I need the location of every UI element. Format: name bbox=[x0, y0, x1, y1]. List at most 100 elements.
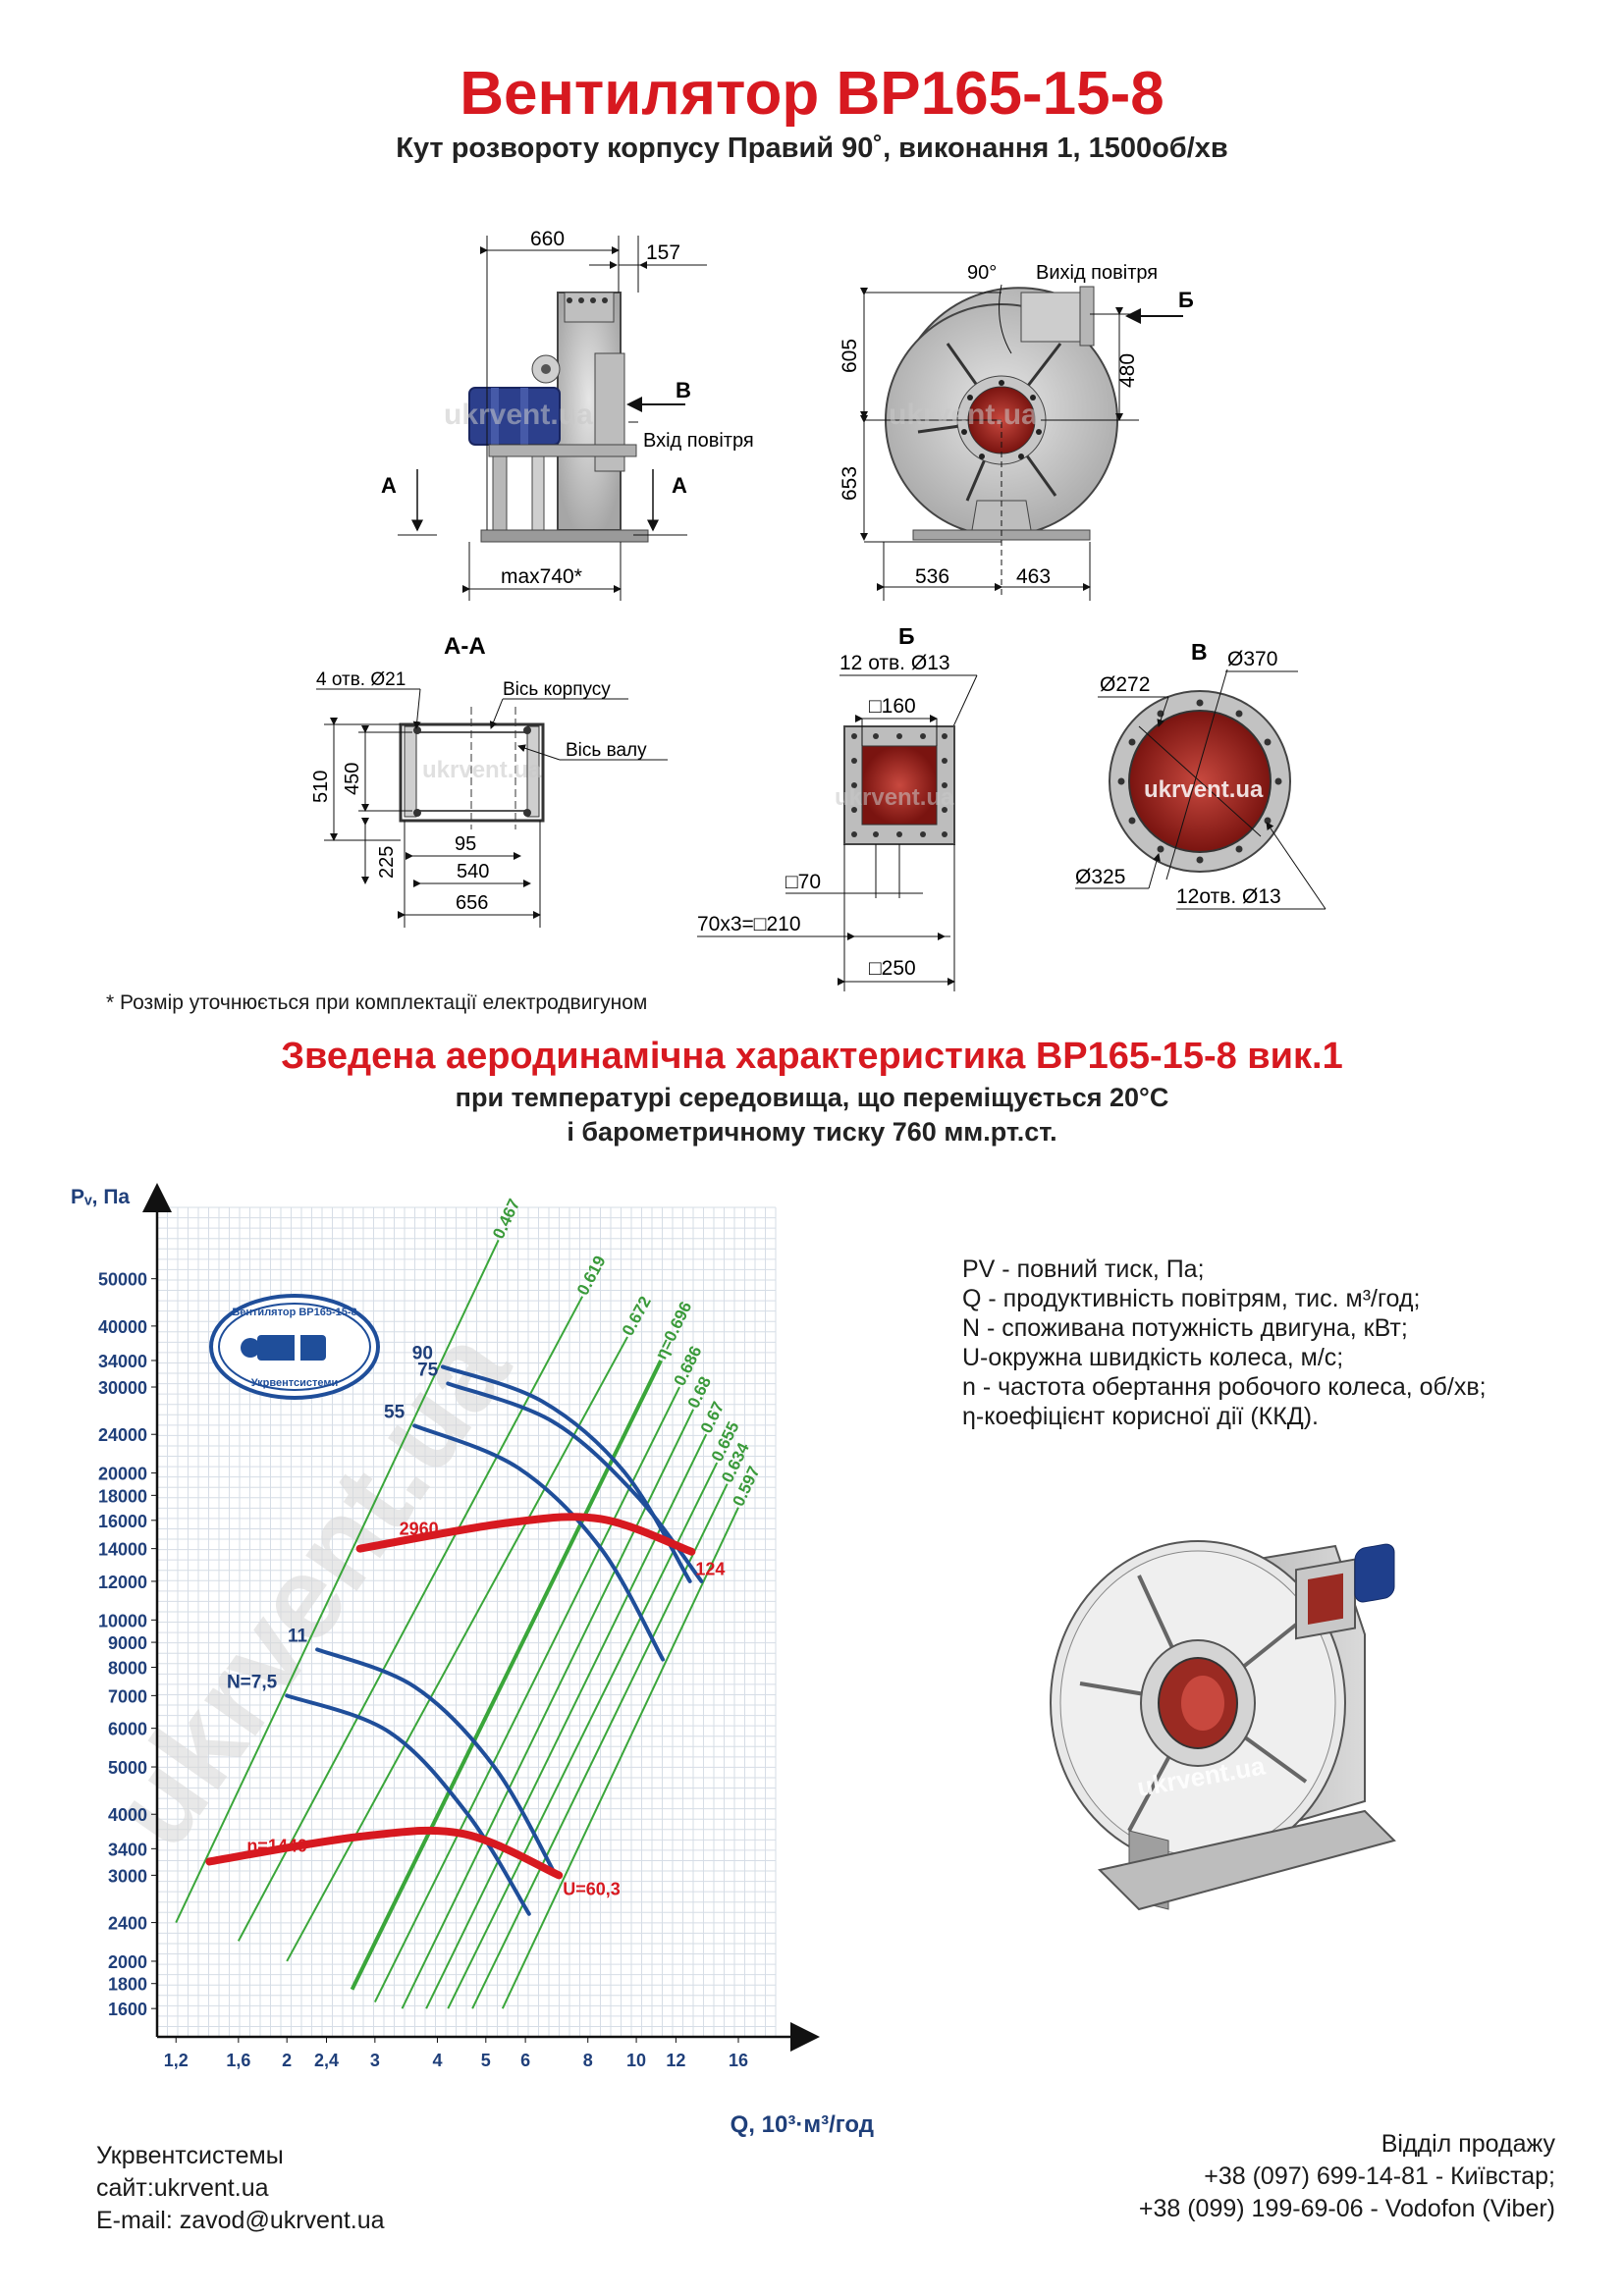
efficiency-label: 0.467 bbox=[489, 1196, 523, 1242]
logo-line1: Вентилятор ВР165-15-8 bbox=[232, 1307, 356, 1318]
section-title: Зведена аеродинамічна характеристика ВР1… bbox=[281, 1036, 1343, 1077]
efficiency-line bbox=[501, 1507, 739, 2009]
speed-curve bbox=[205, 1826, 564, 1880]
d272: Ø272 bbox=[1100, 673, 1150, 696]
watermark-5: ukrvent.ua bbox=[1144, 776, 1264, 803]
chart-axes: 5000040000340003000024000200001800016000… bbox=[71, 1183, 874, 2138]
dim-250: □250 bbox=[869, 957, 916, 980]
tip-speed-high: 124 bbox=[695, 1560, 725, 1579]
y-tick-label: 7000 bbox=[108, 1686, 147, 1706]
holes-4-21: 4 отв. Ø21 bbox=[316, 669, 406, 690]
air-outlet-label: Вихід повітря bbox=[1036, 262, 1158, 284]
dim-160: □160 bbox=[869, 695, 916, 718]
phone-kyivstar[interactable]: +38 (097) 699-14-81 - Київстар; bbox=[1204, 2163, 1555, 2190]
page-subtitle: Кут розвороту корпусу Правий 90˚, викона… bbox=[396, 133, 1228, 164]
chart-series bbox=[205, 1364, 704, 1916]
x-tick-label: 10 bbox=[626, 2051, 646, 2070]
footer-site[interactable]: сайт:ukrvent.ua bbox=[96, 2174, 269, 2202]
chart-legend: PV - повний тиск, Па; Q - продуктивність… bbox=[962, 1255, 1487, 1431]
dim-656: 656 bbox=[456, 892, 488, 914]
x-tick-label: 4 bbox=[432, 2051, 442, 2070]
power-curve-label: 75 bbox=[417, 1360, 439, 1380]
section-sub1: при температурі середовища, що переміщує… bbox=[455, 1083, 1169, 1112]
watermark-1: ukrvent.ua bbox=[444, 399, 593, 431]
watermark-3: ukrvent.ua bbox=[422, 757, 542, 783]
footer-left: Укрвентсистемы сайт:ukrvent.ua E-mail: z… bbox=[96, 2140, 385, 2237]
dim-605: 605 bbox=[839, 339, 861, 373]
legend-item: U-окружна швидкість колеса, м/с; bbox=[962, 1344, 1344, 1371]
sales-title: Відділ продажу bbox=[1380, 2130, 1555, 2158]
x-tick-label: 8 bbox=[583, 2051, 593, 2070]
d325: Ø325 bbox=[1075, 866, 1125, 888]
dim-210: 70х3=□210 bbox=[697, 913, 801, 935]
dim-540: 540 bbox=[457, 861, 489, 882]
y-tick-label: 8000 bbox=[108, 1659, 147, 1679]
section-aa: А-А 4 отв. Ø21 Вісь корпусу Вісь валу 51… bbox=[310, 633, 668, 928]
legend-item: n - частота обертання робочого колеса, о… bbox=[962, 1373, 1487, 1401]
y-tick-label: 6000 bbox=[108, 1720, 147, 1739]
label-v: В bbox=[676, 378, 691, 402]
dim-225: 225 bbox=[376, 846, 398, 879]
phone-vodafone[interactable]: +38 (099) 199-69-06 - Vodofon (Viber) bbox=[1138, 2195, 1555, 2222]
y-tick-label: 12000 bbox=[98, 1573, 147, 1592]
legend-item: PV - повний тиск, Па; bbox=[962, 1255, 1205, 1283]
x-tick-label: 2 bbox=[282, 2051, 292, 2070]
power-curve bbox=[440, 1364, 692, 1583]
view-v: В Ø370 Ø272 Ø325 12отв. Ø13 bbox=[1075, 639, 1326, 910]
efficiency-line bbox=[237, 1296, 584, 1942]
y-tick-label: 1800 bbox=[108, 1975, 147, 1995]
front-view: 605 653 480 536 463 90° Вихід повітря Б bbox=[839, 262, 1194, 601]
y-tick-label: 2400 bbox=[108, 1914, 147, 1934]
angle-90: 90° bbox=[967, 262, 997, 284]
fan-illustration: ukrvent.ua bbox=[1050, 1540, 1396, 1911]
efficiency-line bbox=[447, 1462, 719, 2009]
legend-item: η-коефіцієнт корисної дії (ККД). bbox=[962, 1403, 1319, 1430]
y-tick-label: 18000 bbox=[98, 1486, 147, 1506]
air-inlet-label: Вхід повітря bbox=[643, 430, 754, 452]
section-sub2: і барометричному тиску 760 мм.рт.ст. bbox=[567, 1117, 1057, 1147]
chart-logo: Вентилятор ВР165-15-8 Укрвентсистеми bbox=[209, 1294, 380, 1400]
dim-660: 660 bbox=[530, 228, 565, 250]
dim-653: 653 bbox=[839, 466, 861, 501]
y-tick-label: 24000 bbox=[98, 1425, 147, 1445]
x-tick-label: 6 bbox=[520, 2051, 530, 2070]
housing-axis-label: Вісь корпусу bbox=[503, 679, 611, 700]
y-tick-label: 34000 bbox=[98, 1352, 147, 1371]
view-b: Б 12 отв. Ø13 □160 □70 70х3=□210 □250 bbox=[697, 623, 978, 991]
y-tick-label: 50000 bbox=[98, 1270, 147, 1290]
speed-curve bbox=[355, 1513, 696, 1556]
y-tick-label: 14000 bbox=[98, 1540, 147, 1560]
dim-70: □70 bbox=[785, 871, 821, 893]
logo-line2: Укрвентсистеми bbox=[251, 1377, 339, 1389]
tip-speed-low: U=60,3 bbox=[563, 1879, 621, 1898]
x-tick-label: 5 bbox=[481, 2051, 491, 2070]
side-view: 660 157 В Вхід повітря А А max740* bbox=[381, 228, 754, 601]
power-curve bbox=[315, 1647, 559, 1878]
dim-157: 157 bbox=[646, 241, 680, 264]
speed-label-high: 2960 bbox=[400, 1520, 439, 1539]
y-tick-label: 4000 bbox=[108, 1805, 147, 1825]
power-curve-label: 55 bbox=[384, 1402, 406, 1422]
section-mark-left: А bbox=[381, 473, 397, 498]
section-mark-right: А bbox=[672, 473, 687, 498]
view-v-title: В bbox=[1191, 639, 1208, 665]
dim-536: 536 bbox=[915, 565, 949, 588]
y-tick-label: 10000 bbox=[98, 1611, 147, 1630]
efficiency-line bbox=[401, 1409, 694, 2009]
power-curve-label: 11 bbox=[288, 1626, 308, 1646]
dim-463: 463 bbox=[1016, 565, 1051, 588]
power-curve-label: 90 bbox=[412, 1343, 433, 1363]
dim-95: 95 bbox=[455, 833, 476, 855]
footer-email[interactable]: E-mail: zavod@ukrvent.ua bbox=[96, 2207, 385, 2234]
power-curve bbox=[412, 1423, 666, 1662]
dim-510: 510 bbox=[310, 771, 332, 803]
x-axis-label: Q, 10³·м³/год bbox=[731, 2111, 874, 2138]
y-tick-label: 5000 bbox=[108, 1758, 147, 1778]
technical-drawings: 660 157 В Вхід повітря А А max740* bbox=[310, 228, 1326, 991]
page-title: Вентилятор ВР165-15-8 bbox=[460, 60, 1164, 128]
y-tick-label: 3400 bbox=[108, 1840, 147, 1859]
watermark-4: ukrvent.ua bbox=[835, 784, 954, 811]
aerodynamic-chart: ukrvent.ua Вентилятор ВР165-15-8 Укрвент… bbox=[71, 1183, 874, 2138]
chart-labels: 0.4670.6190.672η=0.6960.6860.680.670.655… bbox=[227, 1196, 764, 1898]
efficiency-line bbox=[175, 1239, 500, 1924]
